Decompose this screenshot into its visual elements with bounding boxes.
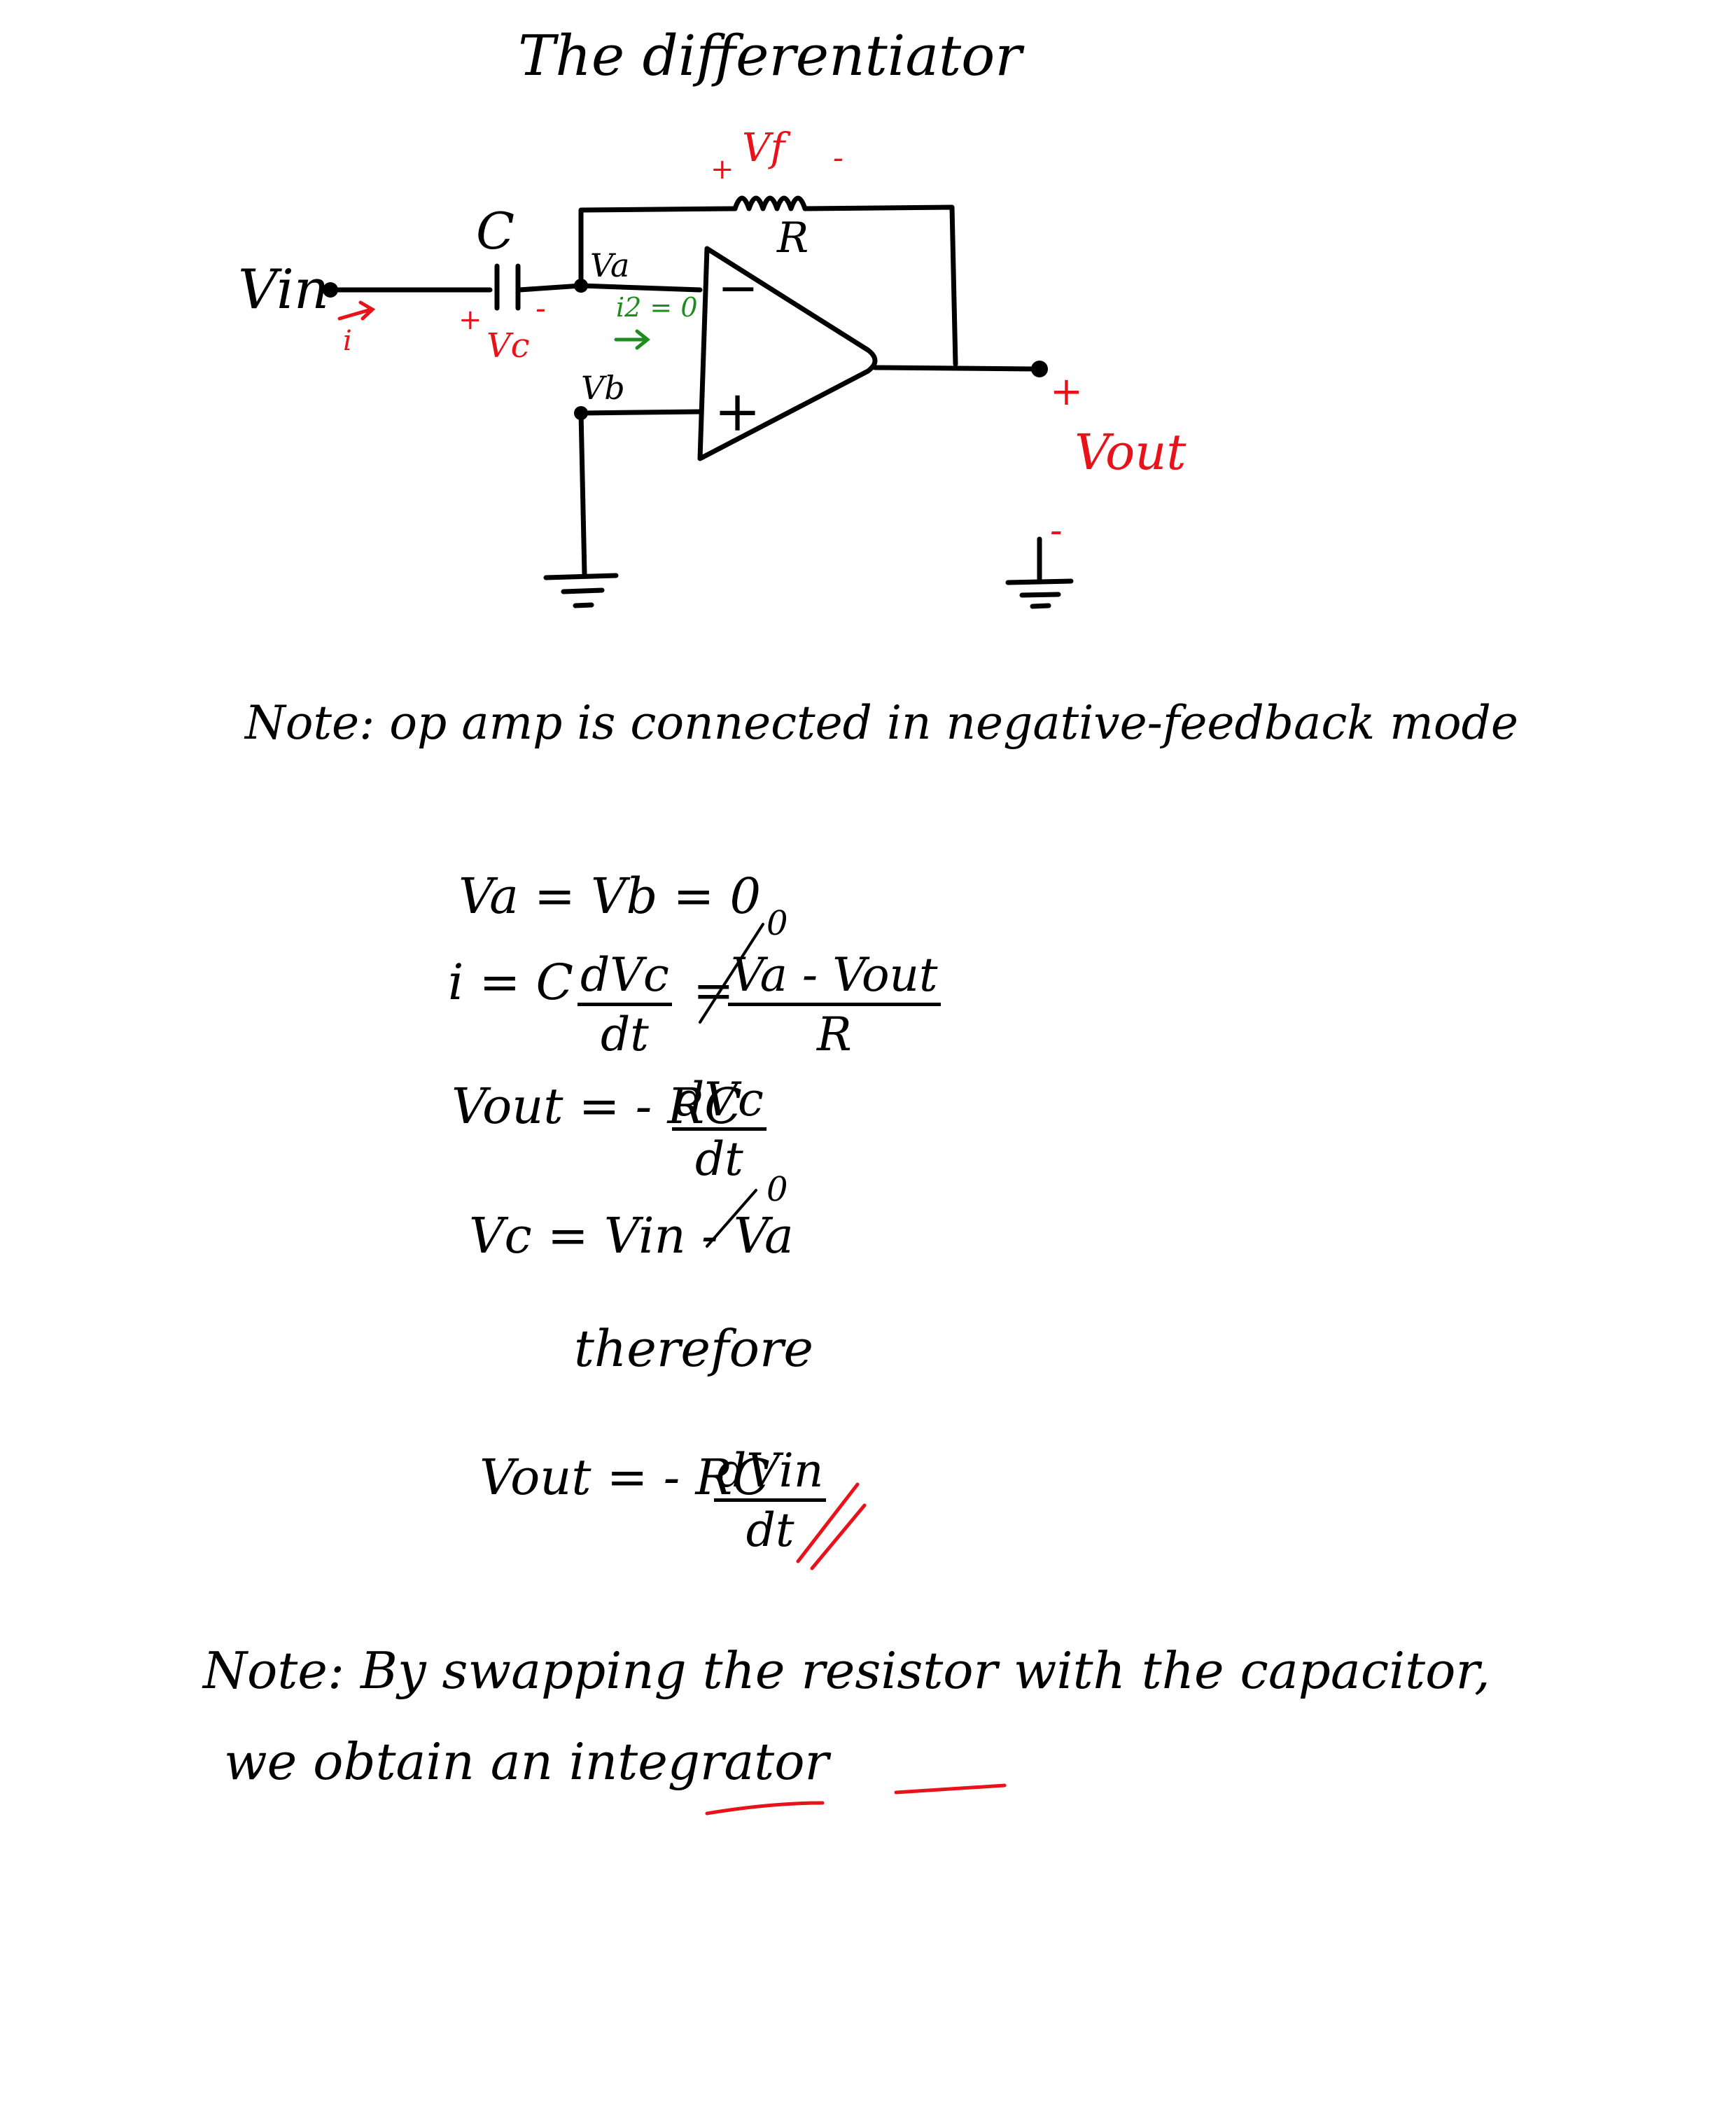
vc-label: Vc [486, 326, 530, 365]
vf-plus: + [710, 153, 734, 186]
page-title: The differentiator [518, 23, 1022, 88]
note-swap-line1: Note: By swapping the resistor with the … [203, 1641, 1490, 1700]
vf-label: Vf [742, 125, 791, 171]
feedback-resistor [732, 195, 958, 367]
note-negative-feedback: Note: op amp is connected in negative-fe… [245, 696, 1518, 750]
equation-vc: Vc = Vin - Va [469, 1207, 794, 1264]
vc-minus: - [536, 291, 546, 326]
note-swap-line2: we obtain an integrator [224, 1732, 829, 1791]
opamp-triangle [697, 246, 878, 461]
equation-vout-left: Vout = - RC [451, 1078, 742, 1135]
fraction-den: R [816, 1008, 852, 1061]
vin-terminal [323, 282, 338, 298]
output-wire [872, 365, 1039, 372]
vb-node [574, 406, 588, 420]
ground-symbol-right [1005, 536, 1074, 609]
current-arrow-green [614, 329, 651, 350]
vc-plus: + [458, 304, 482, 336]
differentiator-circuit: Vin C Va Vb R − + + - Vc i + Vf - + Vout… [238, 125, 1186, 609]
vf-minus: - [833, 140, 844, 176]
va-wire [517, 283, 703, 293]
vout-terminal [1031, 361, 1048, 377]
ground-symbol-left [543, 573, 619, 608]
va-zero-annotation-2: 0 [766, 1170, 788, 1209]
vb-label: Vb [581, 369, 625, 407]
vb-wire [578, 409, 703, 416]
integrator-underline-2 [894, 1783, 1007, 1795]
fraction-dvc-dt-2: dVc dt [672, 1077, 766, 1183]
therefore-label: therefore [574, 1319, 813, 1378]
equation-result-left: Vout = - RC [479, 1449, 770, 1506]
fraction-dvc-dt-1: dVc dt [578, 952, 672, 1058]
i2-label: i2 = 0 [616, 292, 698, 323]
equation-i-left: i = C [448, 954, 574, 1011]
fraction-num: dVc [672, 1077, 766, 1131]
vout-minus: - [1050, 510, 1063, 552]
current-arrow-red [337, 300, 376, 321]
fraction-num: dVin [714, 1448, 827, 1502]
cap-label: C [476, 202, 514, 260]
va-label: Va [590, 246, 629, 284]
vin-label: Vin [238, 258, 329, 321]
equation-va-vb: Va = Vb = 0 [458, 868, 762, 925]
fraction-den: dt [601, 1008, 649, 1061]
va-node [574, 279, 588, 293]
fraction-dvin-dt: dVin dt [714, 1448, 827, 1557]
vout-label: Vout [1074, 424, 1186, 481]
opamp-plus: + [714, 379, 761, 444]
i-label: i [343, 325, 352, 357]
opamp-minus: − [718, 259, 759, 316]
r-label: R [776, 214, 808, 263]
va-zero-annotation: 0 [766, 904, 788, 943]
integrator-underline-1 [705, 1801, 825, 1816]
ground-wire-left [578, 410, 587, 577]
fraction-num: Va - Vout [728, 952, 941, 1006]
fraction-va-vout-r: Va - Vout R [728, 952, 941, 1058]
fraction-den: dt [695, 1132, 743, 1186]
vout-plus: + [1050, 369, 1083, 414]
fraction-num: dVc [578, 952, 672, 1006]
fraction-den: dt [746, 1503, 794, 1557]
feedback-wire-left [578, 206, 738, 288]
